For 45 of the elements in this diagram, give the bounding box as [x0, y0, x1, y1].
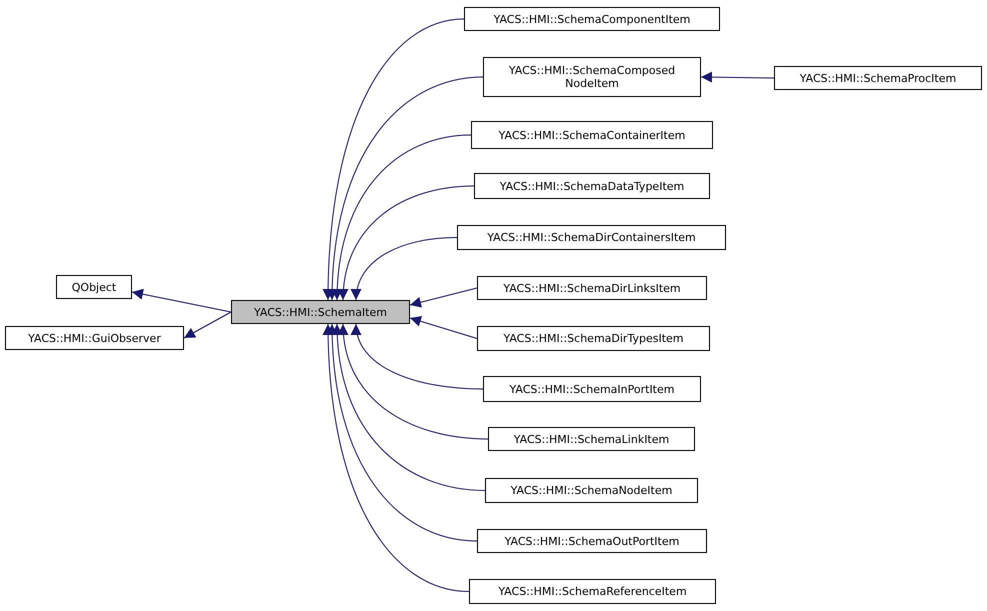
class-box: [471, 121, 713, 149]
class-name: YACS::HMI::SchemaReferenceItem: [498, 585, 687, 598]
class-name: QObject: [72, 280, 116, 294]
class-name: YACS::HMI::SchemaContainerItem: [498, 128, 686, 142]
class-box: [457, 225, 726, 250]
class-box: [485, 478, 698, 503]
class-box: [774, 66, 982, 90]
class-box: [5, 326, 184, 350]
class-name: YACS::HMI::SchemaOutPortItem: [504, 534, 680, 548]
class-name: YACS::HMI::SchemaProcItem: [800, 72, 956, 84]
class-box: [477, 529, 707, 553]
inheritance-arrow: [332, 134, 472, 300]
inheritance-arrow: [332, 324, 486, 491]
inheritance-arrow: [322, 324, 470, 592]
class-name: YACS::HMI::SchemaDataTypeItem: [500, 180, 684, 192]
class-name: YACS::HMI::SchemaComposed NodeItem: [508, 64, 676, 90]
inheritance-arrow: [410, 288, 478, 308]
inheritance-arrow: [132, 288, 232, 312]
inheritance-arrow: [184, 312, 232, 338]
class-name: YACS::HMI::SchemaNodeItem: [510, 484, 672, 497]
inheritance-arrow: [338, 186, 474, 300]
class-box: [474, 173, 710, 199]
class-name: YACS::HMI::SchemaDirTypesItem: [503, 332, 684, 345]
inheritance-arrow: [352, 324, 484, 390]
inheritance-arrow: [338, 324, 488, 440]
inheritance-arrow: [700, 72, 774, 83]
class-name: YACS::HMI::SchemaComponentItem: [494, 12, 690, 26]
class-box: [469, 579, 716, 604]
class-name: YACS::HMI::SchemaDirContainersItem: [487, 231, 696, 244]
class-name: YACS::HMI::SchemaItem: [254, 306, 387, 318]
class-name: YACS::HMI::SchemaDirLinksItem: [503, 282, 681, 294]
class-box: [477, 326, 710, 351]
inheritance-arrow: [352, 237, 458, 300]
inheritance-arrow: [410, 316, 478, 339]
focused-class-box: [231, 300, 410, 324]
class-box: [488, 427, 695, 451]
class-box: [483, 376, 701, 402]
class-name: YACS::HMI::GuiObserver: [28, 332, 161, 344]
inheritance-arrow: [322, 18, 464, 300]
class-box: [477, 276, 707, 300]
class-name: YACS::HMI::SchemaInPortItem: [510, 382, 674, 396]
class-box: [56, 275, 132, 299]
class-name: YACS::HMI::SchemaLinkItem: [514, 432, 670, 446]
class-box: [483, 57, 701, 97]
class-box: [464, 7, 720, 31]
